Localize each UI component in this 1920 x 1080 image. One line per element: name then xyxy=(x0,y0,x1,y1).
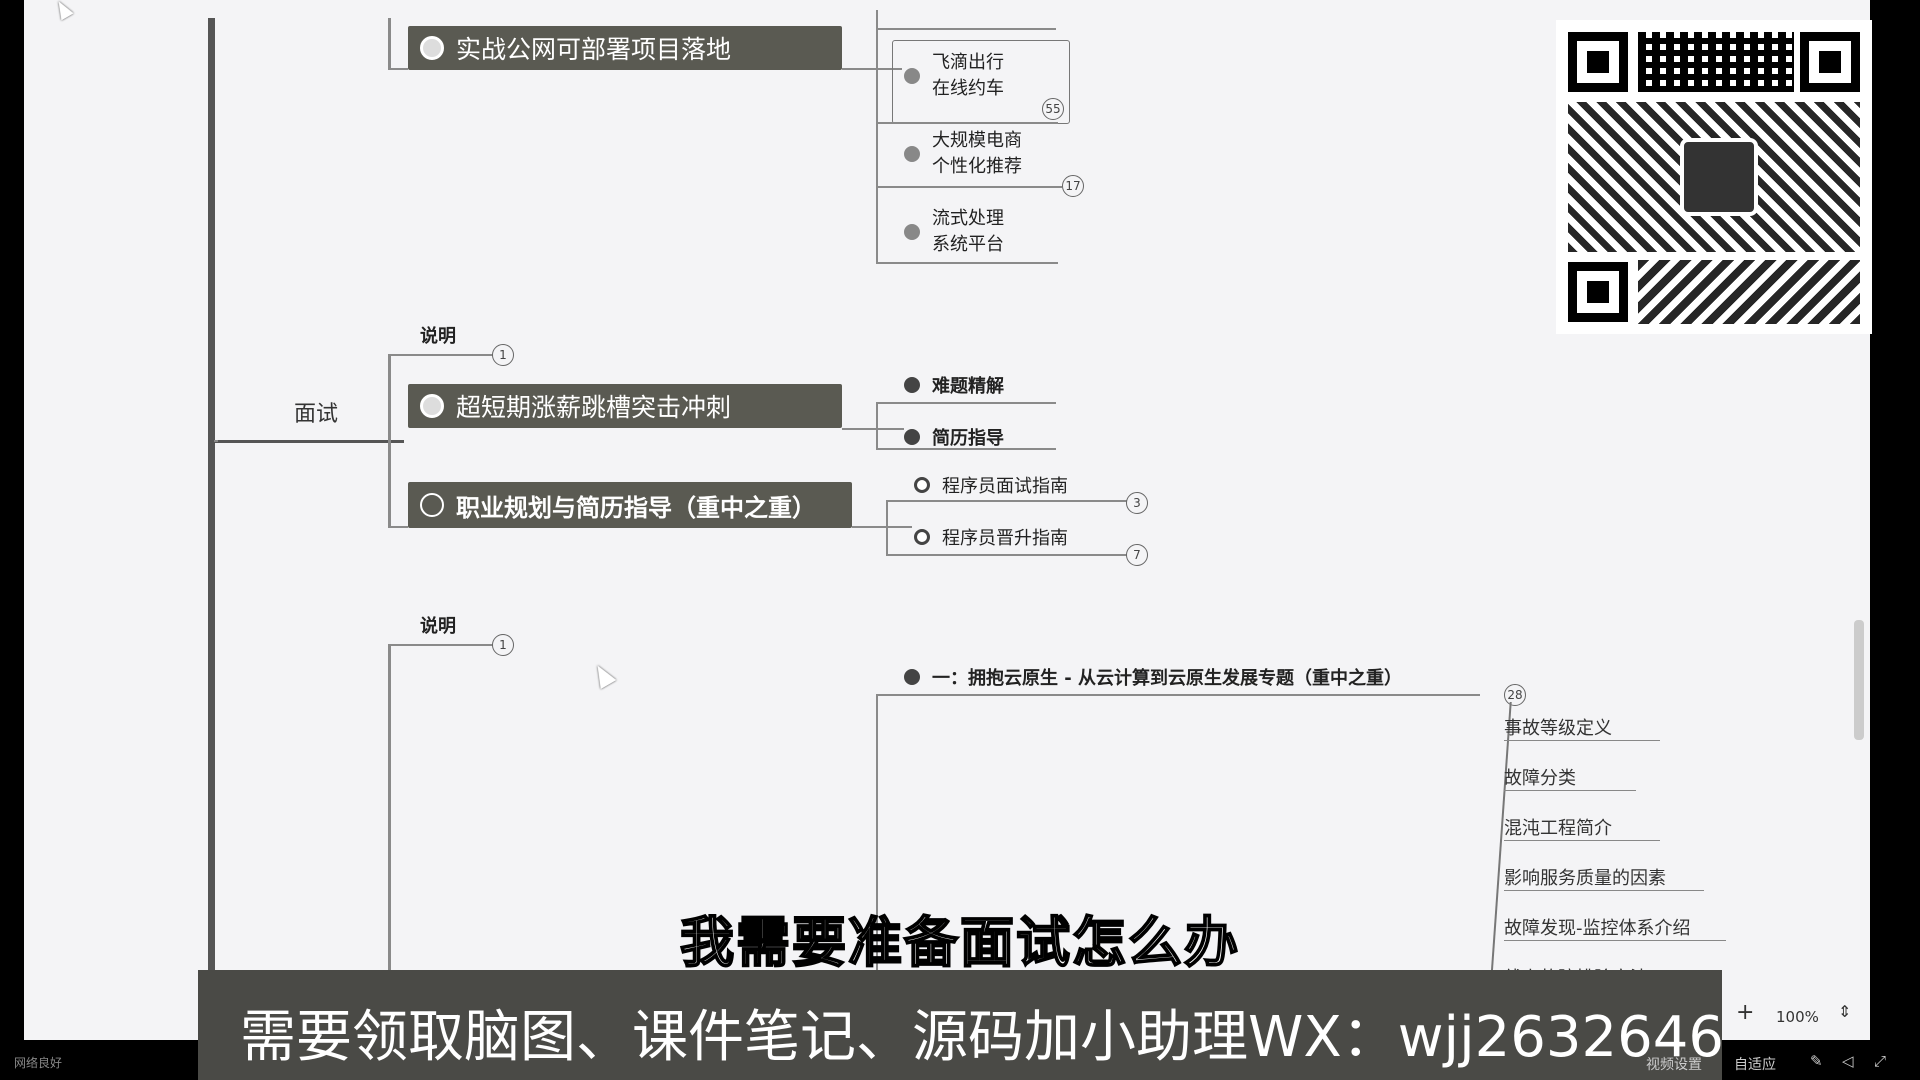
career-child[interactable]: 程序员面试指南 xyxy=(914,472,1068,498)
project-item[interactable]: 大规模电商 个性化推荐 xyxy=(904,128,1022,180)
cloud-topic[interactable]: 故障发现-监控体系介绍 xyxy=(1504,914,1726,941)
career-child[interactable]: 程序员晋升指南 xyxy=(914,524,1068,550)
shield-icon xyxy=(914,529,930,545)
trunk-branch-line xyxy=(214,440,404,443)
subtitle-bottom: 需要领取脑图、课件笔记、源码加小助理WX：wjj2632646 xyxy=(240,1005,1725,1070)
volume-icon[interactable]: ◁ xyxy=(1842,1052,1854,1070)
count-badge[interactable]: 3 xyxy=(1126,492,1148,514)
fullscreen-icon[interactable]: ⤢ xyxy=(1874,1052,1887,1070)
sprint-node[interactable]: 超短期涨薪跳槽突击冲刺 xyxy=(408,384,842,428)
sprint-child-label: 简历指导 xyxy=(932,428,1004,449)
qr-code xyxy=(1556,20,1872,334)
project-deploy-node[interactable]: 实战公网可部署项目落地 xyxy=(408,26,842,70)
cloud-native-label: 一：拥抱云原生 - 从云计算到云原生发展专题（重中之重） xyxy=(932,668,1403,689)
branch-label-interview[interactable]: 面试 xyxy=(294,402,339,427)
career-child-label: 程序员晋升指南 xyxy=(942,528,1068,549)
career-label: 职业规划与简历指导（重中之重） xyxy=(456,493,816,522)
project-icon xyxy=(904,224,920,240)
check-icon xyxy=(904,429,920,445)
project-line2: 系统平台 xyxy=(932,234,1004,255)
project-line1: 飞滴出行 xyxy=(932,52,1004,73)
user-icon xyxy=(420,394,444,418)
project-line2: 个性化推荐 xyxy=(932,156,1022,177)
video-settings-button[interactable]: 视频设置 xyxy=(1646,1057,1702,1073)
mouse-pointer-icon xyxy=(589,660,617,690)
career-node[interactable]: 职业规划与简历指导（重中之重） xyxy=(408,482,852,528)
shield-icon xyxy=(914,477,930,493)
project-icon xyxy=(904,68,920,84)
count-badge[interactable]: 1 xyxy=(492,634,514,656)
user-icon xyxy=(420,36,444,60)
sprint-child[interactable]: 简历指导 xyxy=(904,424,1004,450)
count-badge[interactable]: 55 xyxy=(1042,98,1064,120)
count-badge[interactable]: 17 xyxy=(1062,175,1084,197)
avatar xyxy=(1680,138,1758,216)
note-label[interactable]: 说明 xyxy=(420,616,456,637)
career-child-label: 程序员面试指南 xyxy=(942,476,1068,497)
count-badge[interactable]: 1 xyxy=(492,344,514,366)
cloud-topic[interactable]: 影响服务质量的因素 xyxy=(1504,864,1704,891)
zoom-level[interactable]: 100% xyxy=(1776,1008,1819,1026)
mic-icon[interactable]: ✎ xyxy=(1810,1052,1823,1070)
dollar-icon xyxy=(904,377,920,393)
project-icon xyxy=(904,146,920,162)
subtitle-middle: 我需要准备面试怎么办 xyxy=(679,910,1240,975)
project-item[interactable]: 流式处理 系统平台 xyxy=(904,206,1004,258)
subtitle-banner: 需要领取脑图、课件笔记、源码加小助理WX：wjj2632646 xyxy=(198,970,1725,1080)
project-line2: 在线约车 xyxy=(932,78,1004,99)
cloud-topic[interactable]: 事故等级定义 xyxy=(1504,714,1660,741)
zoom-in-button[interactable]: + xyxy=(1736,1000,1755,1025)
project-line1: 大规模电商 xyxy=(932,130,1022,151)
circle-icon xyxy=(420,493,444,517)
zoom-stepper-icon[interactable]: ⇕ xyxy=(1838,1002,1852,1021)
mouse-pointer-icon xyxy=(52,0,74,21)
cloud-native-node[interactable]: 一：拥抱云原生 - 从云计算到云原生发展专题（重中之重） xyxy=(904,664,1402,690)
user-icon xyxy=(904,669,920,685)
count-badge[interactable]: 28 xyxy=(1504,684,1526,706)
project-deploy-label: 实战公网可部署项目落地 xyxy=(456,35,732,64)
cloud-topic[interactable]: 混沌工程简介 xyxy=(1504,814,1660,841)
network-status: 网络良好 xyxy=(14,1056,63,1070)
project-line1: 流式处理 xyxy=(932,208,1004,229)
mindmap-trunk xyxy=(208,18,215,978)
cloud-topic[interactable]: 故障分类 xyxy=(1504,764,1636,791)
vertical-scrollbar[interactable] xyxy=(1854,620,1864,740)
count-badge[interactable]: 7 xyxy=(1126,544,1148,566)
sprint-child-label: 难题精解 xyxy=(932,376,1004,397)
sprint-label: 超短期涨薪跳槽突击冲刺 xyxy=(456,393,732,422)
sprint-child[interactable]: 难题精解 xyxy=(904,372,1004,398)
adaptive-button[interactable]: 自适应 xyxy=(1734,1057,1776,1073)
note-label[interactable]: 说明 xyxy=(420,326,456,347)
qr-pattern xyxy=(1638,32,1794,92)
project-item[interactable]: 飞滴出行 在线约车 xyxy=(904,50,1004,102)
